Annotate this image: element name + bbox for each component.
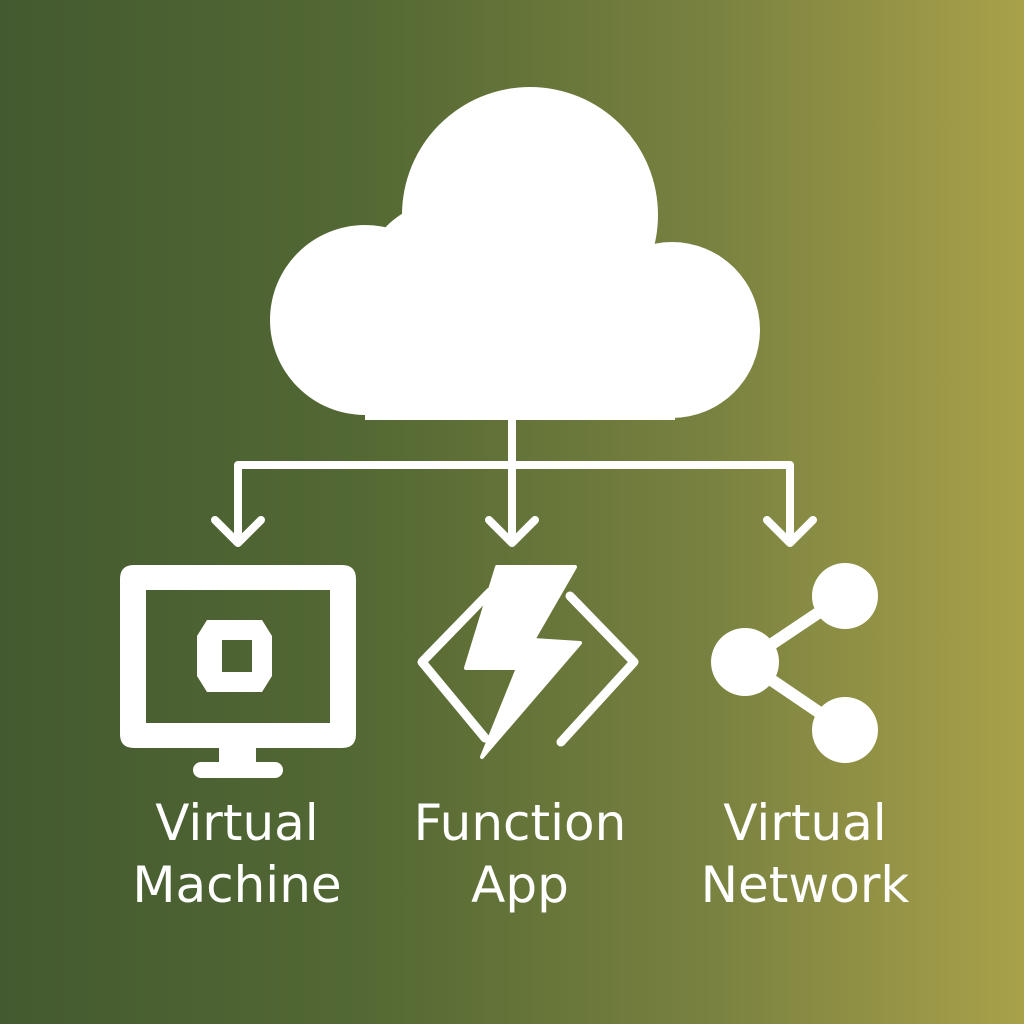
label-line: Network (700, 856, 910, 914)
arrow-down-icon (211, 516, 265, 547)
arrow-down-icon (763, 516, 817, 547)
label-line: Machine (132, 856, 342, 914)
label-line: Virtual (723, 794, 887, 852)
node-label-function-app: Function App (370, 792, 670, 916)
label-line: Virtual (155, 794, 319, 852)
arrow-down-icon (485, 516, 539, 547)
label-line: Function (413, 794, 627, 852)
label-line: App (471, 856, 569, 914)
cloud-icon (270, 87, 760, 420)
monitor-icon (120, 565, 356, 778)
share-network-icon (711, 563, 878, 763)
node-label-virtual-network: Virtual Network (655, 792, 955, 916)
connector-lines (234, 414, 794, 544)
node-label-virtual-machine: Virtual Machine (87, 792, 387, 916)
function-app-icon (417, 565, 639, 759)
